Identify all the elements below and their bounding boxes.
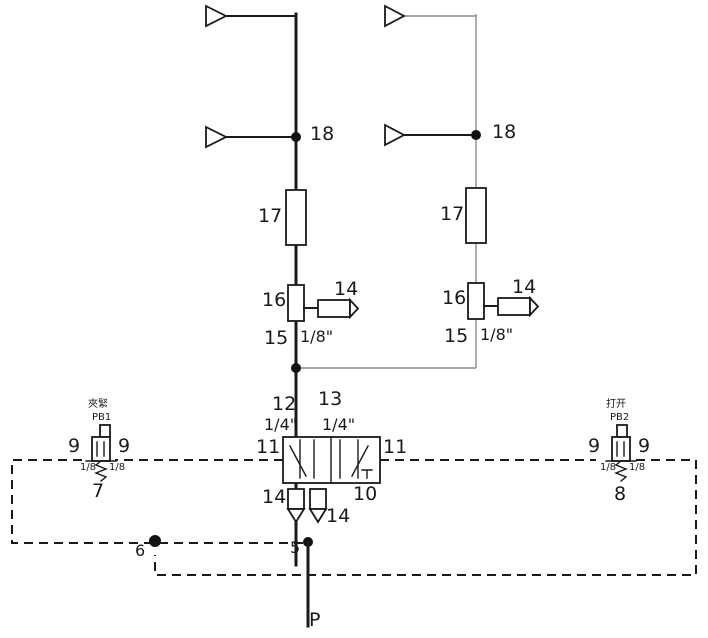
tee-label-right: 18 [492, 121, 516, 143]
right-lower-nozzle [384, 123, 406, 147]
valve-size-label-a: 1/4" [264, 415, 297, 434]
pb1-name: PB1 [92, 412, 111, 423]
pb2-size-left: 1/8 [600, 462, 616, 473]
pb2-port-right: 9 [638, 435, 650, 457]
silencer-label-right: 14 [512, 276, 536, 298]
left-silencer [317, 299, 351, 318]
pb1-caption: 夾緊 [88, 398, 108, 410]
right-upper-nozzle [384, 4, 406, 28]
pilot-label-right: 11 [383, 436, 407, 458]
left-lower-nozzle [205, 125, 229, 149]
pb1-ref: 7 [92, 480, 104, 502]
right-air-line [384, 4, 540, 368]
pilot-label-left: 11 [256, 436, 280, 458]
right-filter [465, 187, 487, 244]
supply-label: P [309, 609, 320, 631]
left-tee-junction [291, 132, 301, 142]
left-fitting [287, 284, 305, 322]
push-button-pb1 [85, 424, 117, 482]
branch-junction [149, 535, 161, 547]
branch-node-label: 6 [135, 541, 145, 560]
pb1-size-left: 1/8 [80, 462, 96, 473]
filter-label-right: 17 [440, 203, 464, 225]
tee-label-left: 18 [310, 123, 334, 145]
push-button-pb2 [605, 424, 637, 482]
exhaust-label-right: 14 [326, 505, 350, 527]
pb2-caption: 打开 [606, 397, 626, 410]
port-label-right: 15 [444, 325, 468, 347]
pb1-port-right: 9 [118, 435, 130, 457]
left-upper-nozzle [205, 4, 229, 28]
right-tee-junction [471, 130, 481, 140]
size-label-left: 1/8" [300, 327, 333, 346]
port-label-left: 15 [264, 327, 288, 349]
right-fitting [467, 282, 485, 320]
pb2-ref: 8 [614, 483, 626, 505]
valve-exhaust-mufflers [286, 488, 328, 524]
filter-label-left: 17 [258, 205, 282, 227]
pb1-port-left: 9 [68, 435, 80, 457]
pb2-port-left: 9 [588, 435, 600, 457]
left-filter [285, 189, 307, 246]
valve-port-label-b: 13 [318, 388, 342, 410]
right-silencer [497, 297, 531, 316]
output-junction [291, 363, 301, 373]
silencer-label-left: 14 [334, 278, 358, 300]
valve-port-label-a: 12 [272, 393, 296, 415]
valve-size-label-b: 1/4" [322, 415, 355, 434]
fitting-label-right: 16 [442, 287, 466, 309]
supply-node-label: 5 [290, 538, 300, 557]
pb2-name: PB2 [610, 412, 629, 423]
pb1-size-right: 1/8 [109, 462, 125, 473]
valve-ref-label: 10 [353, 483, 377, 505]
directional-valve [282, 436, 381, 484]
exhaust-label-left: 14 [262, 486, 286, 508]
fitting-label-left: 16 [262, 289, 286, 311]
pb2-size-right: 1/8 [629, 462, 645, 473]
size-label-right: 1/8" [480, 325, 513, 344]
